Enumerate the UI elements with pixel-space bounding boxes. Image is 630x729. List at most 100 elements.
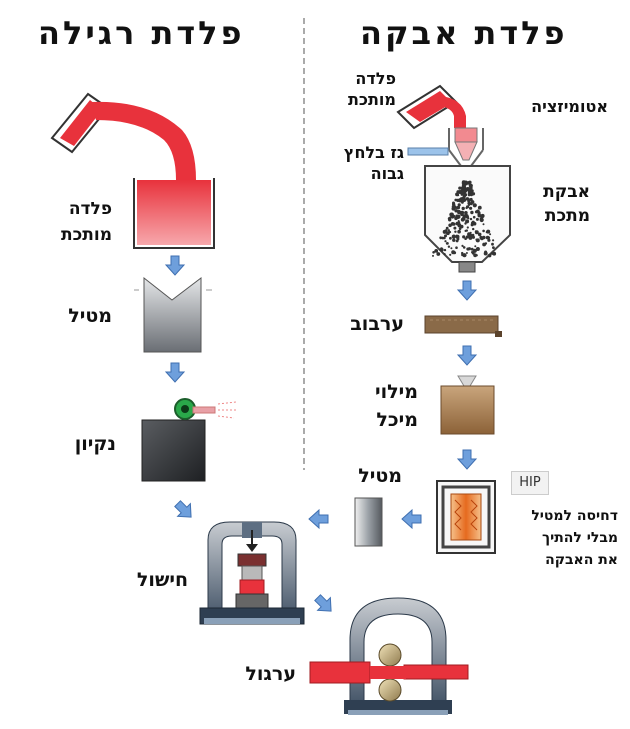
- powder-particle: [474, 210, 478, 214]
- powder-particle: [450, 247, 453, 250]
- powder-particle: [469, 231, 472, 234]
- powder-particle: [477, 232, 482, 237]
- powder-particle: [450, 222, 455, 226]
- powder-particle: [463, 186, 467, 189]
- arrow-to-rolling: [314, 594, 332, 612]
- label-molten-steel-powder: פלדה מותכת: [348, 69, 396, 109]
- powder-particle: [456, 217, 459, 220]
- powder-particle: [443, 248, 447, 252]
- powder-particle: [470, 247, 474, 251]
- powder-particle: [444, 240, 447, 243]
- powder-particle: [451, 234, 456, 239]
- ingot-mold-regular: [134, 276, 212, 353]
- ingot-powder-block: [354, 497, 383, 547]
- powder-particle: [482, 242, 486, 247]
- label-atomization: אטומיזציה: [531, 97, 608, 116]
- powder-particle: [491, 242, 494, 246]
- powder-particle: [492, 251, 497, 256]
- powder-particle: [451, 250, 456, 255]
- powder-particle: [459, 198, 462, 201]
- arrow-to-hip: [456, 449, 478, 470]
- label-metal-powder: אבקת מתכת: [543, 182, 590, 226]
- powder-particle: [432, 251, 435, 254]
- powder-particle: [458, 227, 462, 230]
- powder-particle: [487, 238, 491, 242]
- powder-particle: [452, 201, 455, 205]
- powder-particle: [460, 217, 465, 222]
- arrow-to-filling: [456, 345, 478, 366]
- powder-particle: [464, 211, 468, 215]
- label-ingot-regular: מטיל: [68, 305, 112, 327]
- powder-particle: [465, 235, 469, 239]
- powder-particle: [465, 229, 468, 232]
- powder-particle: [447, 245, 451, 248]
- ladle-regular: [50, 92, 196, 180]
- powder-particle: [482, 223, 485, 226]
- powder-particle: [480, 215, 484, 219]
- powder-particle: [447, 229, 450, 232]
- powder-particle: [453, 226, 457, 230]
- arrow-to-forging-from-regular: [174, 500, 192, 518]
- powder-particle: [469, 198, 473, 202]
- powder-particle: [471, 235, 475, 239]
- label-high-pressure-gas: גז בלחץ גבוה: [343, 143, 404, 183]
- powder-particle: [479, 217, 484, 223]
- powder-particle: [482, 229, 485, 233]
- powder-particle: [461, 182, 465, 186]
- arrow-to-forging-from-powder: [308, 508, 329, 530]
- powder-particle: [465, 215, 469, 219]
- powder-spray: [432, 180, 497, 258]
- powder-particle: [490, 252, 494, 255]
- powder-particle: [453, 205, 457, 209]
- powder-particle: [470, 188, 473, 191]
- powder-particle: [460, 210, 465, 215]
- powder-particle: [465, 197, 470, 201]
- powder-particle: [458, 189, 462, 193]
- powder-particle: [477, 205, 482, 210]
- powder-particle: [468, 236, 473, 240]
- powder-particle: [456, 193, 460, 197]
- powder-particle: [454, 230, 457, 233]
- powder-particle: [474, 230, 479, 235]
- powder-particle: [452, 238, 456, 242]
- powder-particle: [440, 248, 444, 252]
- powder-particle: [471, 251, 474, 254]
- powder-particle: [449, 236, 452, 240]
- powder-particle: [465, 252, 468, 254]
- label-cleaning: נקיון: [74, 433, 116, 455]
- powder-particle: [474, 245, 477, 248]
- crucible-regular: [133, 178, 215, 249]
- powder-particle: [461, 244, 464, 247]
- powder-particle: [461, 190, 465, 195]
- powder-particle: [457, 220, 460, 222]
- powder-particle: [461, 206, 465, 211]
- powder-particle: [475, 247, 480, 251]
- powder-particle: [456, 222, 459, 226]
- powder-particle: [467, 247, 471, 251]
- powder-particle: [457, 203, 461, 207]
- hip-tag: HIP: [511, 471, 549, 495]
- powder-particle: [456, 199, 460, 202]
- label-ingot-powder: מטיל: [358, 465, 402, 487]
- powder-particle: [461, 251, 464, 255]
- powder-particle: [475, 217, 479, 221]
- powder-particle: [472, 203, 477, 208]
- powder-particle: [464, 193, 468, 197]
- powder-particle: [455, 246, 458, 249]
- powder-particle: [465, 219, 470, 224]
- powder-particle: [455, 206, 459, 210]
- powder-particle: [467, 193, 471, 197]
- powder-particle: [467, 201, 471, 205]
- mixing-vessel: [424, 315, 502, 337]
- powder-particle: [448, 218, 452, 222]
- powder-particle: [443, 236, 446, 240]
- powder-particle: [489, 233, 492, 236]
- powder-particle: [457, 209, 461, 214]
- powder-particle: [472, 248, 477, 253]
- chamber-outlet: [458, 261, 476, 273]
- powder-particle: [469, 206, 473, 210]
- powder-particle: [470, 210, 474, 215]
- powder-particle: [469, 193, 473, 197]
- arrow-to-ingot-regular: [164, 255, 186, 276]
- atomizer-nozzle: [448, 127, 484, 167]
